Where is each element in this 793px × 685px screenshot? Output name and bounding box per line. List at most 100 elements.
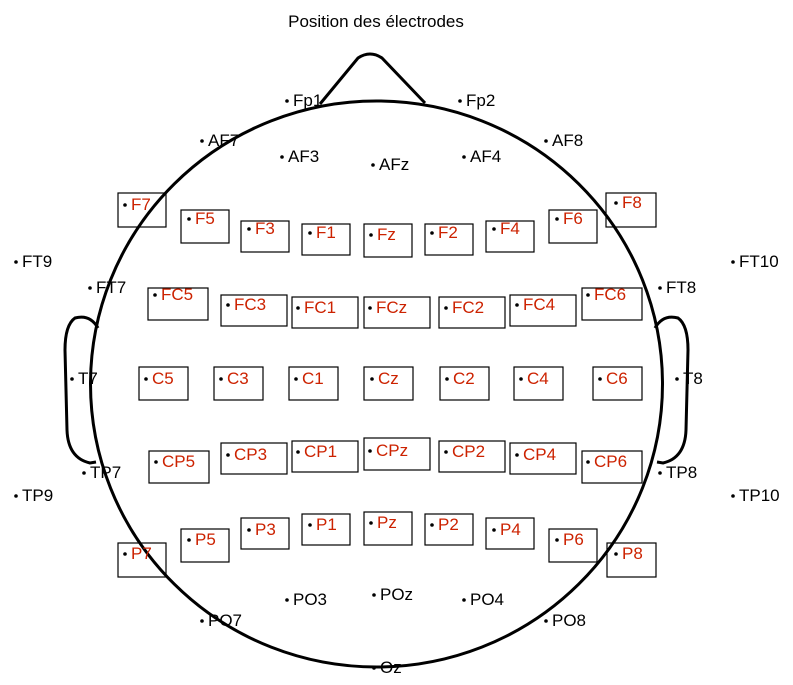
electrode-ft9[interactable]: FT9 (14, 252, 52, 271)
electrode-fc5[interactable]: FC5 (147, 285, 209, 321)
electrode-c1[interactable]: C1 (288, 366, 339, 401)
electrode-label: C1 (302, 369, 324, 388)
electrode-c4[interactable]: C4 (513, 366, 564, 401)
electrode-dot (372, 593, 376, 597)
electrode-c2[interactable]: C2 (439, 366, 490, 401)
electrode-dot (444, 450, 448, 454)
electrode-f6[interactable]: F6 (548, 209, 598, 244)
electrode-dot (187, 217, 191, 221)
electrode-p2[interactable]: P2 (424, 513, 474, 546)
electrode-cp2[interactable]: CP2 (438, 440, 506, 473)
electrode-c5[interactable]: C5 (138, 366, 189, 401)
electrode-dot (369, 233, 373, 237)
electrode-dot (555, 217, 559, 221)
head-outline (63, 52, 690, 669)
electrode-f3[interactable]: F3 (240, 219, 290, 253)
electrode-tp7[interactable]: TP7 (82, 463, 121, 482)
electrode-f2[interactable]: F2 (424, 223, 474, 256)
electrode-box (240, 517, 290, 550)
electrode-dot (430, 523, 434, 527)
electrode-p1[interactable]: P1 (301, 513, 351, 546)
electrode-box (291, 296, 359, 329)
electrode-dot (462, 155, 466, 159)
electrode-t7[interactable]: T7 (70, 369, 98, 388)
electrode-cpz[interactable]: CPz (363, 437, 431, 471)
electrode-po7[interactable]: PO7 (200, 611, 242, 630)
electrode-p4[interactable]: P4 (485, 517, 535, 550)
electrode-poz[interactable]: POz (372, 585, 413, 604)
electrode-f7[interactable]: F7 (117, 192, 167, 228)
electrode-po4[interactable]: PO4 (462, 590, 504, 609)
electrode-fc6[interactable]: FC6 (581, 285, 643, 321)
electrode-label: Oz (380, 658, 402, 677)
electrode-afz[interactable]: AFz (371, 155, 409, 174)
electrode-af4[interactable]: AF4 (462, 147, 501, 166)
electrode-cp6[interactable]: CP6 (581, 450, 643, 484)
electrode-cp3[interactable]: CP3 (220, 442, 288, 475)
electrode-tp8[interactable]: TP8 (658, 463, 697, 482)
electrode-fz[interactable]: Fz (363, 223, 413, 258)
electrode-c3[interactable]: C3 (213, 366, 264, 401)
electrode-fc1[interactable]: FC1 (291, 296, 359, 329)
electrode-tp9[interactable]: TP9 (14, 486, 53, 505)
electrode-dot (154, 460, 158, 464)
electrode-pz[interactable]: Pz (363, 511, 413, 546)
electrode-dot (123, 552, 127, 556)
electrode-dot (285, 598, 289, 602)
electrode-af7[interactable]: AF7 (200, 131, 239, 150)
electrode-dot (296, 450, 300, 454)
electrode-label: F2 (438, 223, 458, 242)
electrode-oz[interactable]: Oz (372, 658, 402, 677)
electrode-f4[interactable]: F4 (485, 219, 535, 253)
electrode-box (288, 366, 339, 401)
electrode-dot (123, 203, 127, 207)
electrode-label: F6 (563, 209, 583, 228)
electrode-p6[interactable]: P6 (548, 528, 598, 563)
electrode-ft10[interactable]: FT10 (731, 252, 779, 271)
electrode-p7[interactable]: P7 (117, 542, 167, 578)
electrode-tp10[interactable]: TP10 (731, 486, 780, 505)
electrode-p8[interactable]: P8 (606, 542, 657, 578)
electrode-box (220, 442, 288, 475)
electrode-fcz[interactable]: FCz (363, 296, 431, 329)
electrode-dot (430, 231, 434, 235)
electrode-dot (555, 538, 559, 542)
electrode-af3[interactable]: AF3 (280, 147, 319, 166)
electrode-fc4[interactable]: FC4 (509, 294, 577, 327)
electrode-fp2[interactable]: Fp2 (458, 91, 495, 110)
electrode-f1[interactable]: F1 (301, 223, 351, 256)
electrode-dot (285, 99, 289, 103)
electrode-t8[interactable]: T8 (675, 369, 703, 388)
electrode-dot (226, 453, 230, 457)
electrode-label: AFz (379, 155, 409, 174)
electrode-af8[interactable]: AF8 (544, 131, 583, 150)
electrode-dot (544, 619, 548, 623)
electrode-box (605, 192, 657, 228)
electrode-cp4[interactable]: CP4 (509, 442, 577, 475)
electrode-ft8[interactable]: FT8 (658, 278, 696, 297)
electrode-po8[interactable]: PO8 (544, 611, 586, 630)
electrode-f5[interactable]: F5 (180, 209, 230, 244)
electrode-label: P4 (500, 520, 521, 539)
electrode-label: PO8 (552, 611, 586, 630)
electrode-fp1[interactable]: Fp1 (285, 91, 322, 110)
electrode-dot (519, 377, 523, 381)
electrode-f8[interactable]: F8 (605, 192, 657, 228)
electrode-box (138, 366, 189, 401)
electrode-c6[interactable]: C6 (592, 366, 643, 401)
electrode-dot (14, 494, 18, 498)
electrode-cp1[interactable]: CP1 (291, 440, 359, 473)
electrode-dot (219, 377, 223, 381)
electrode-cz[interactable]: Cz (363, 366, 414, 401)
electrode-label: T8 (683, 369, 703, 388)
electrode-fc2[interactable]: FC2 (438, 296, 506, 329)
electrode-label: P8 (622, 544, 643, 563)
electrode-p5[interactable]: P5 (180, 528, 230, 563)
electrode-label: POz (380, 585, 413, 604)
electrode-cp5[interactable]: CP5 (148, 450, 210, 484)
electrode-ft7[interactable]: FT7 (88, 278, 126, 297)
electrode-p3[interactable]: P3 (240, 517, 290, 550)
electrode-po3[interactable]: PO3 (285, 590, 327, 609)
electrode-fc3[interactable]: FC3 (220, 294, 288, 327)
electrode-label: PO7 (208, 611, 242, 630)
